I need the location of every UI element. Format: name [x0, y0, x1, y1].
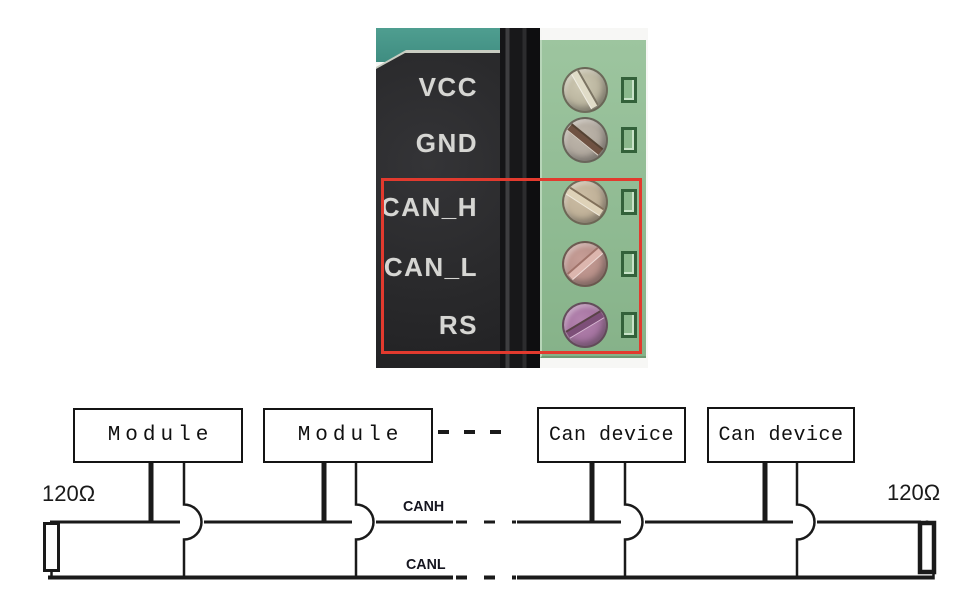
canh-bus-label: CANH — [403, 498, 445, 515]
pin-label-gnd: GND — [415, 128, 478, 158]
screw-slot — [571, 69, 599, 110]
canl-hop-wire-3 — [623, 461, 644, 578]
pin-label-vcc: VCC — [418, 72, 478, 102]
pin-label-can-h: CAN_H — [380, 192, 478, 222]
node-box-can-device-2: Can device — [707, 407, 855, 463]
can-l-screw-icon — [562, 241, 608, 287]
node-label: Module — [107, 424, 214, 447]
right-terminator-label: 120Ω — [887, 480, 941, 505]
left-terminator-resistor — [43, 522, 60, 572]
wire-hole-vcc — [621, 77, 637, 103]
node-box-module-2: Module — [263, 408, 433, 463]
screw-slot — [566, 123, 604, 156]
canl-hop-wire-4 — [795, 461, 816, 578]
gnd-screw-icon — [562, 117, 608, 163]
wire-hole-can-h — [621, 189, 637, 215]
wire-hole-can-l — [621, 251, 637, 277]
node-label: Can device — [718, 423, 844, 447]
node-box-module-1: Module — [73, 408, 243, 463]
node-label: Can device — [548, 423, 675, 447]
wire-hole-rs — [621, 312, 637, 338]
left-terminator-label: 120Ω — [42, 481, 96, 506]
wire-hole-gnd — [621, 127, 637, 153]
canh-drop-wires — [148, 461, 768, 522]
right-terminator-resistor — [917, 520, 937, 575]
pin-label-can-l: CAN_L — [383, 252, 478, 282]
canl-hop-wire-2 — [354, 461, 375, 578]
node-label: Module — [297, 424, 404, 447]
vcc-screw-icon — [562, 67, 608, 113]
pin-label-rs: RS — [438, 310, 478, 340]
module-edge-strip — [500, 28, 540, 368]
canl-hop-wire-1 — [182, 461, 203, 578]
rs-screw-icon — [562, 302, 608, 348]
terminal-block-photo: VCC GND CAN_H CAN_L RS — [376, 28, 648, 368]
can-module-body — [376, 53, 500, 368]
canl-bus-label: CANL — [406, 556, 446, 573]
red-highlight-box — [381, 178, 642, 354]
node-box-can-device-1: Can device — [537, 407, 686, 463]
